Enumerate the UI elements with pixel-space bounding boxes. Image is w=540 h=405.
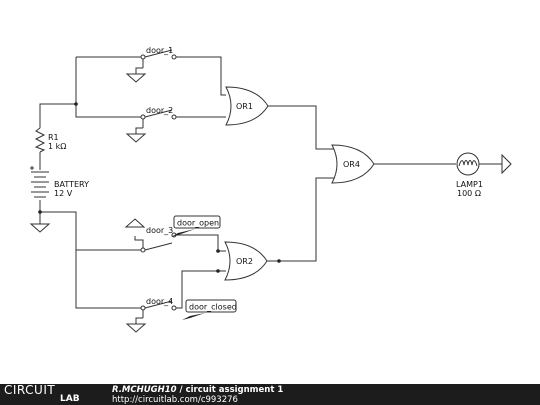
lamp-value-label: 100 Ω <box>457 189 481 198</box>
circuit-title[interactable]: circuit assignment 1 <box>185 385 284 395</box>
or2-label: OR2 <box>236 257 253 266</box>
footer-title-line: R.MCHUGH10 / circuit assignment 1 <box>112 385 283 395</box>
door-4-label: door_4 <box>146 297 173 306</box>
door-1-label: door_1 <box>146 46 173 55</box>
title-separator: / <box>176 385 186 395</box>
ground-lamp-icon <box>501 153 512 175</box>
switch-door-4[interactable] <box>140 270 226 318</box>
door-2-label: door_2 <box>146 106 173 115</box>
switch-door-3[interactable] <box>134 232 226 253</box>
junction-dots <box>38 102 281 273</box>
ground-battery-icon <box>29 222 51 233</box>
author-name[interactable]: R.MCHUGH10 <box>112 385 177 395</box>
battery-name-label: BATTERY <box>54 180 89 189</box>
door-3-label: door_3 <box>146 226 173 235</box>
battery-value-label: 12 V <box>54 189 73 198</box>
door-open-annotation <box>171 215 221 237</box>
left-wiring <box>39 56 141 309</box>
ground-door-4-icon <box>125 317 147 333</box>
circuit-url-link[interactable]: http://circuitlab.com/c993276 <box>112 395 238 405</box>
or1-label: OR1 <box>236 102 253 111</box>
resistor-r1[interactable] <box>34 127 46 153</box>
door-closed-annotation <box>182 299 237 320</box>
door-closed-label: door_closed <box>189 303 237 312</box>
battery[interactable] <box>30 166 49 198</box>
ground-door-2-icon <box>125 127 147 143</box>
circuitlab-logo: CIRCUIT LAB <box>4 383 104 405</box>
switch-door-2[interactable] <box>140 109 226 128</box>
footer-bar: CIRCUIT LAB R.MCHUGH10 / circuit assignm… <box>0 383 540 405</box>
logo-top-text: CIRCUIT <box>4 383 56 397</box>
supply-door-3-icon <box>124 218 146 228</box>
or-gate-or4[interactable] <box>331 144 456 184</box>
or4-label: OR4 <box>343 160 360 169</box>
switch-door-1[interactable] <box>140 49 226 96</box>
ground-door-1-icon <box>125 67 147 83</box>
r1-name-label: R1 <box>48 133 59 142</box>
door-open-label: door_open <box>177 219 219 228</box>
r1-value-label: 1 kΩ <box>48 142 66 151</box>
logo-bottom-text: LAB <box>60 394 80 404</box>
lamp-lamp1[interactable] <box>456 152 502 176</box>
lamp-name-label: LAMP1 <box>456 180 483 189</box>
or-gate-or2[interactable] <box>224 177 336 281</box>
circuit-schematic: R1 1 kΩ BATTERY 12 V door_1 door_2 <box>29 46 512 333</box>
or-gate-or1[interactable] <box>225 86 336 150</box>
